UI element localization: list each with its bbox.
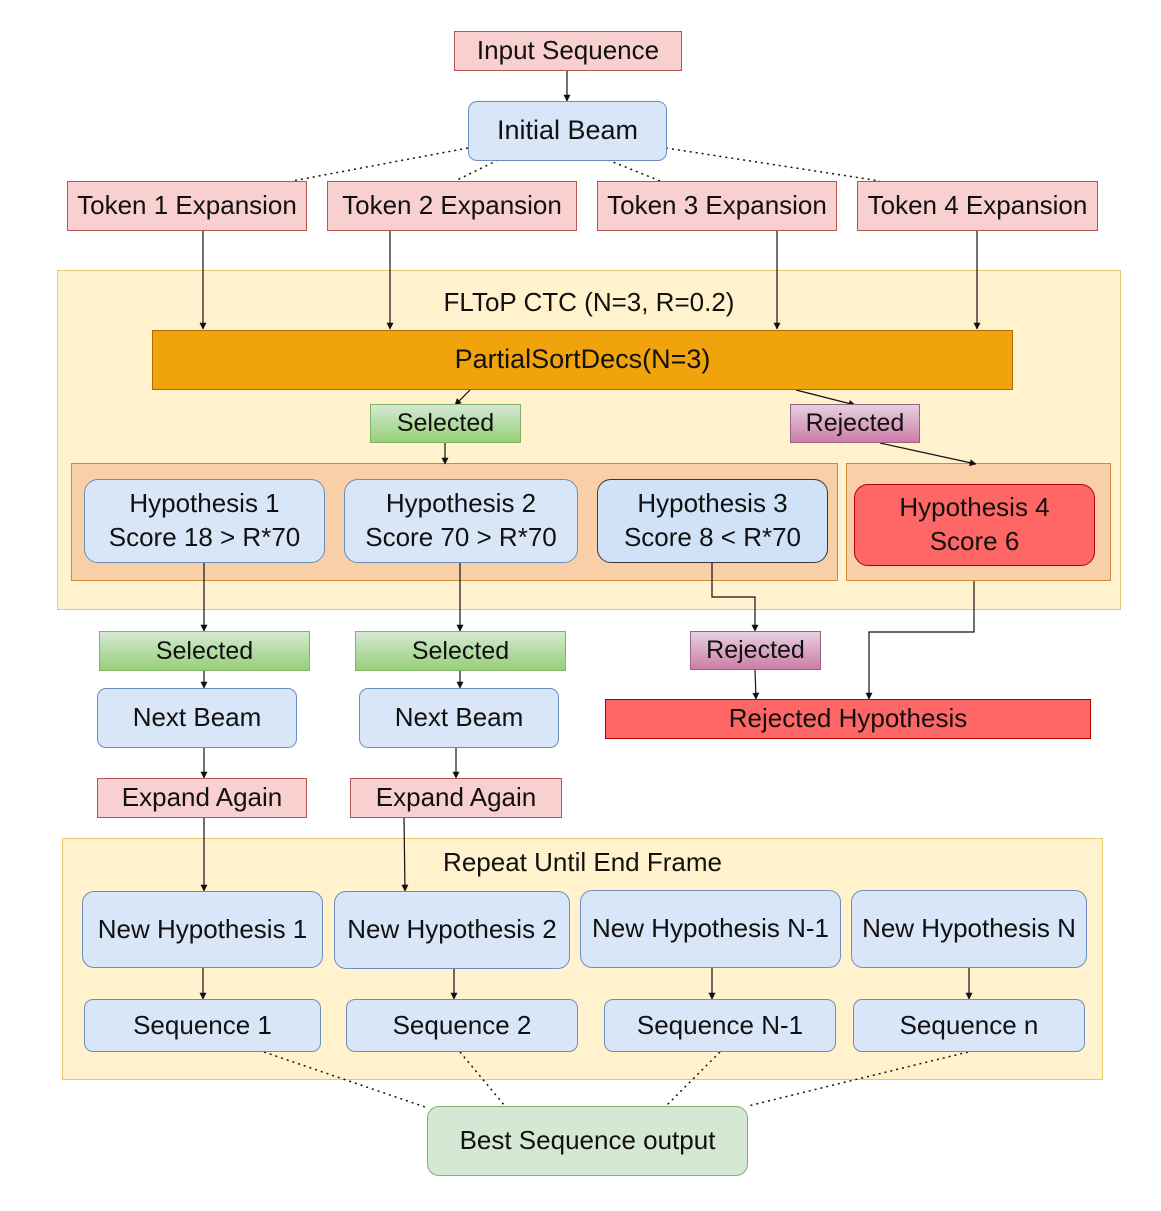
hypothesis-4-name: Hypothesis 4 [899,492,1050,523]
dotted-initial-to-token3 [607,159,661,182]
hypothesis-3-score: Score 8 < R*70 [623,522,802,552]
hypothesis-3-node: Hypothesis 3 Score 8 < R*70 [597,479,828,563]
hypothesis-3-name: Hypothesis 3 [637,488,788,519]
hypothesis-4-score: Score 6 [929,526,1020,556]
new-hypothesis-1-node: New Hypothesis 1 [82,891,323,968]
next-beam-node-2: Next Beam [359,688,559,748]
selected-label-1: Selected [99,631,310,671]
hypothesis-2-name: Hypothesis 2 [385,488,537,519]
rejected-label-main: Rejected [790,404,920,443]
new-hypothesis-n-node: New Hypothesis N [851,890,1087,968]
sequence-1-node: Sequence 1 [84,999,321,1052]
new-hypothesis-n-minus-1-node: New Hypothesis N-1 [580,890,841,968]
token-2-expansion-node: Token 2 Expansion [327,181,577,231]
dotted-initial-to-token2 [454,159,499,182]
hypothesis-1-score: Score 18 > R*70 [108,522,301,552]
edge-rejected-to-rejhyp [752,669,760,700]
hypothesis-2-node: Hypothesis 2 Score 70 > R*70 [344,479,578,563]
input-sequence-node: Input Sequence [454,31,682,71]
partial-sort-node: PartialSortDecs(N=3) [152,330,1013,390]
token-4-expansion-node: Token 4 Expansion [857,181,1098,231]
rejected-hypothesis-node: Rejected Hypothesis [605,699,1091,739]
next-beam-node-1: Next Beam [97,688,297,748]
sequence-n-minus-1-node: Sequence N-1 [604,999,836,1052]
sequence-n-node: Sequence n [853,999,1085,1052]
initial-beam-node: Initial Beam [468,101,667,161]
repeat-until-end-title: Repeat Until End Frame [443,847,722,877]
expand-again-node-2: Expand Again [350,778,562,818]
token-3-expansion-node: Token 3 Expansion [597,181,837,231]
sequence-2-node: Sequence 2 [346,999,578,1052]
rejected-label-2: Rejected [690,631,821,670]
hypothesis-4-node: Hypothesis 4 Score 6 [854,484,1095,566]
new-hypothesis-2-node: New Hypothesis 2 [334,891,570,969]
expand-again-node-1: Expand Again [97,778,307,818]
hypothesis-2-score: Score 70 > R*70 [365,522,557,552]
selected-label-2: Selected [355,631,566,671]
dotted-initial-to-token1 [291,147,469,182]
best-sequence-output-node: Best Sequence output [427,1106,748,1176]
dotted-initial-to-token4 [665,147,881,182]
token-1-expansion-node: Token 1 Expansion [67,181,307,231]
fltop-ctc-title: FLToP CTC (N=3, R=0.2) [443,287,735,317]
hypothesis-1-node: Hypothesis 1 Score 18 > R*70 [84,479,325,563]
selected-label-main: Selected [370,404,521,443]
hypothesis-1-name: Hypothesis 1 [129,488,280,519]
